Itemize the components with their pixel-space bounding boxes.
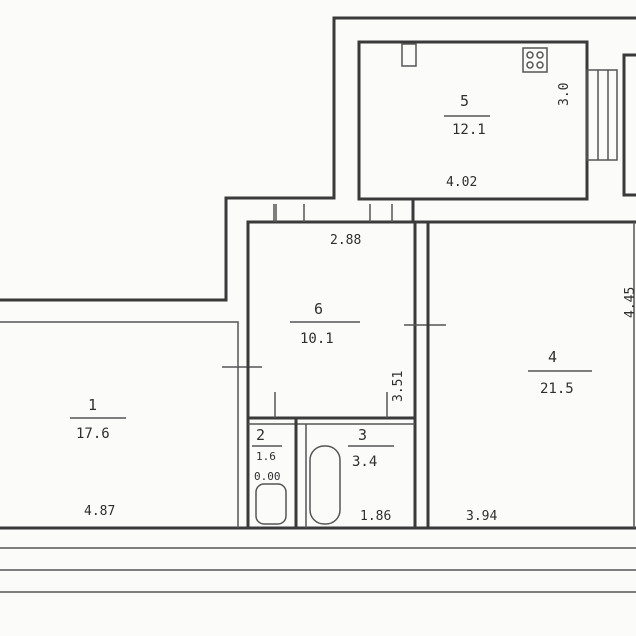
room-6-number: 6	[314, 300, 323, 318]
room-4-number: 4	[548, 348, 557, 366]
room-6-area: 10.1	[300, 331, 334, 347]
room-5-width: 4.02	[446, 175, 477, 190]
corridor-walls	[248, 16, 636, 200]
room-5-number: 5	[460, 92, 469, 110]
stove-icon	[522, 47, 548, 73]
room-2-area: 1.6	[256, 450, 276, 463]
room-1-walls	[0, 196, 252, 302]
room-2-number: 2	[256, 426, 265, 444]
room-4-area: 21.5	[540, 381, 574, 397]
room-6-width: 2.88	[330, 233, 361, 248]
room-1-area: 17.6	[76, 426, 110, 442]
stair-block	[586, 69, 618, 161]
bath-icon	[309, 445, 341, 525]
room-2-extra: 0.00	[254, 470, 281, 483]
room-6-height: 3.51	[391, 371, 406, 402]
room-1-width: 4.87	[84, 504, 115, 519]
room-3-number: 3	[358, 426, 367, 444]
stove-burner-4-icon	[536, 61, 544, 69]
room-5-height: 3.0	[557, 83, 572, 106]
room-3-width: 1.86	[360, 509, 391, 524]
room-5-area: 12.1	[452, 122, 486, 138]
room-6-walls	[246, 220, 417, 530]
sink-icon	[401, 43, 417, 67]
room-1-number: 1	[88, 396, 97, 414]
room-4-height: 4.45	[623, 287, 636, 318]
room-1-inner-wall	[0, 321, 239, 528]
right-wall-block	[622, 53, 636, 197]
stove-burner-2-icon	[536, 51, 544, 59]
toilet-icon	[255, 483, 287, 525]
stove-burner-1-icon	[526, 51, 534, 59]
stove-burner-3-icon	[526, 61, 534, 69]
room-3-area: 3.4	[352, 454, 377, 470]
room-4-width: 3.94	[466, 509, 497, 524]
